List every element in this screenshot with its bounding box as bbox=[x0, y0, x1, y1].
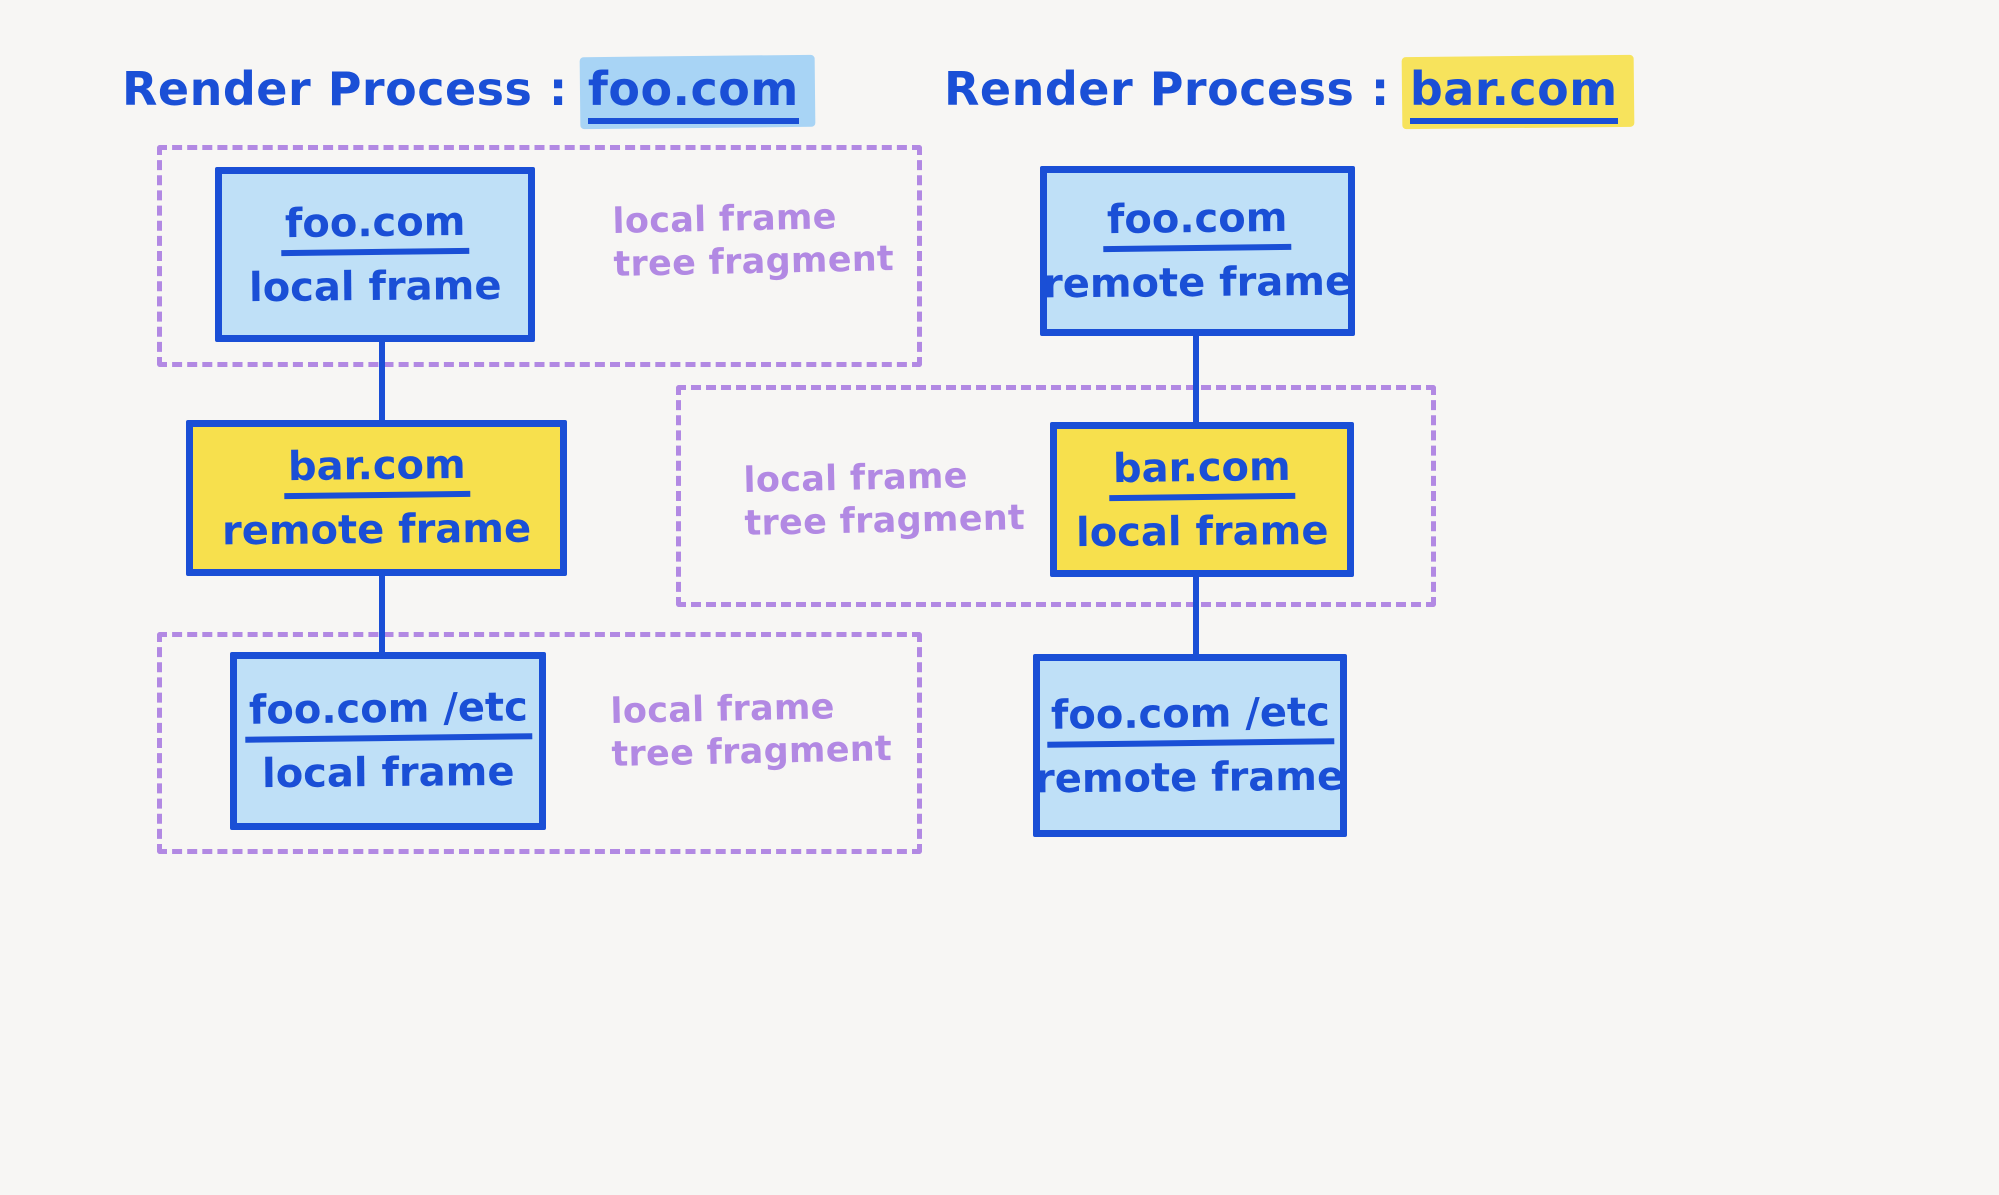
frame-domain-label: bar.com bbox=[283, 442, 470, 500]
frame-box-right-foo-remote[interactable]: foo.com remote frame bbox=[1040, 166, 1355, 336]
fragment-label-middle: local frame tree fragment bbox=[743, 456, 1026, 544]
title-lead-right: Render Process : bbox=[944, 62, 1390, 116]
frame-kind-label: remote frame bbox=[221, 505, 532, 555]
title-domain-wrap-right: bar.com bbox=[1401, 54, 1635, 130]
frame-box-left-foo-local[interactable]: foo.com local frame bbox=[215, 167, 535, 342]
frame-kind-label: remote frame bbox=[1035, 753, 1345, 802]
fragment-label-bottom: local frame tree fragment bbox=[610, 687, 893, 775]
fragment-region-top bbox=[157, 145, 922, 367]
title-lead-left: Render Process : bbox=[122, 62, 568, 116]
frame-domain-label: bar.com bbox=[1108, 443, 1296, 501]
connector-right-1-2 bbox=[1193, 335, 1199, 425]
frame-box-left-fooetc-local[interactable]: foo.com /etc local frame bbox=[230, 652, 546, 830]
frame-domain-label: foo.com /etc bbox=[1046, 689, 1334, 748]
frame-kind-label: local frame bbox=[261, 748, 515, 798]
frame-box-left-bar-remote[interactable]: bar.com remote frame bbox=[186, 420, 567, 576]
connector-left-2-3 bbox=[379, 574, 385, 654]
render-process-title-right: Render Process : bar.com bbox=[944, 54, 1635, 130]
frame-domain-label: foo.com bbox=[280, 198, 470, 256]
title-domain-left: foo.com bbox=[587, 62, 799, 124]
frame-kind-label: local frame bbox=[1075, 507, 1329, 556]
fragment-region-bottom bbox=[157, 632, 922, 854]
fragment-label-top: local frame tree fragment bbox=[612, 197, 895, 285]
connector-left-1-2 bbox=[379, 341, 385, 425]
frame-kind-label: local frame bbox=[248, 262, 502, 311]
frame-domain-label: foo.com /etc bbox=[244, 684, 532, 743]
title-domain-right: bar.com bbox=[1409, 62, 1618, 124]
frame-box-right-bar-local[interactable]: bar.com local frame bbox=[1050, 422, 1354, 577]
title-domain-wrap-left: foo.com bbox=[579, 54, 816, 130]
render-process-title-left: Render Process : foo.com bbox=[122, 54, 816, 130]
connector-right-2-3 bbox=[1193, 576, 1199, 655]
frame-box-right-fooetc-remote[interactable]: foo.com /etc remote frame bbox=[1033, 654, 1347, 837]
frame-domain-label: foo.com bbox=[1102, 195, 1293, 253]
fragment-region-middle bbox=[676, 385, 1436, 607]
frame-kind-label: remote frame bbox=[1042, 258, 1353, 308]
